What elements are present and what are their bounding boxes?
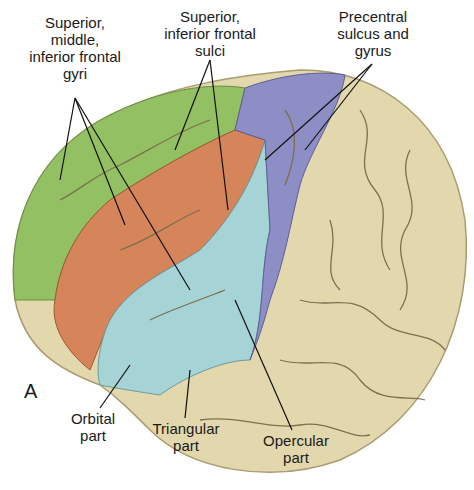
region-label: Precentral sulcus and gyrus bbox=[327, 8, 419, 59]
region-label: Superior, inferior frontal sulci bbox=[160, 8, 260, 59]
precentral-gyrus bbox=[235, 73, 345, 360]
region-label: Superior, middle, inferior frontal gyri bbox=[27, 14, 123, 82]
region-label: Triangular part bbox=[145, 420, 227, 454]
region-label: Opercular part bbox=[255, 432, 337, 466]
brain-outline bbox=[13, 70, 466, 472]
leader-lines bbox=[60, 60, 372, 430]
inferior-frontal-gyrus bbox=[98, 140, 270, 395]
panel-letter: A bbox=[24, 380, 54, 402]
region-label: Orbital part bbox=[62, 410, 124, 444]
sulci-texture bbox=[60, 110, 445, 436]
